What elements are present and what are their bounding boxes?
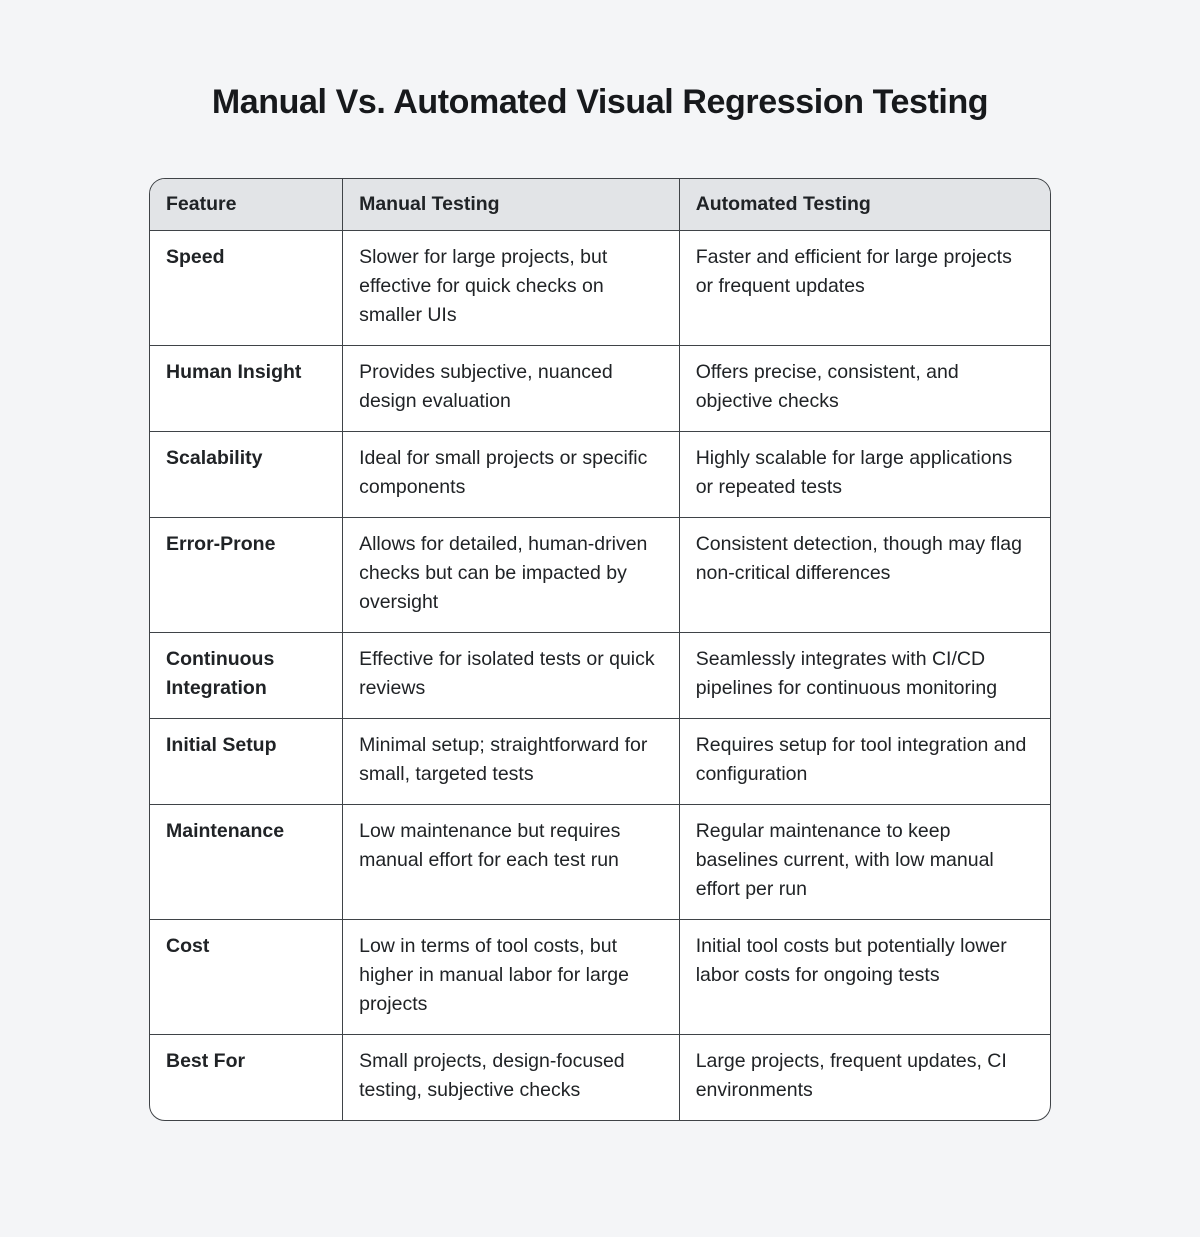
table-header: Feature Manual Testing Automated Testing bbox=[150, 179, 1050, 231]
manual-cell: Minimal setup; straightforward for small… bbox=[342, 718, 680, 805]
feature-cell: Error-Prone bbox=[150, 517, 343, 633]
comparison-table: Feature Manual Testing Automated Testing… bbox=[149, 178, 1051, 1121]
table-body: Speed Slower for large projects, but eff… bbox=[150, 230, 1050, 1120]
automated-cell: Regular maintenance to keep baselines cu… bbox=[678, 804, 1050, 920]
feature-cell: Initial Setup bbox=[150, 718, 343, 805]
feature-cell: Human Insight bbox=[150, 345, 343, 432]
manual-cell: Provides subjective, nuanced design eval… bbox=[342, 345, 680, 432]
column-header-feature: Feature bbox=[150, 179, 343, 231]
manual-cell: Slower for large projects, but effective… bbox=[342, 230, 680, 346]
manual-cell: Allows for detailed, human-driven checks… bbox=[342, 517, 680, 633]
column-header-automated-testing: Automated Testing bbox=[678, 179, 1050, 231]
automated-cell: Seamlessly integrates with CI/CD pipelin… bbox=[678, 632, 1050, 719]
table-row: Scalability Ideal for small projects or … bbox=[150, 431, 1050, 518]
page-title: Manual Vs. Automated Visual Regression T… bbox=[211, 83, 989, 121]
table-row: Error-Prone Allows for detailed, human-d… bbox=[150, 517, 1050, 633]
manual-cell: Low in terms of tool costs, but higher i… bbox=[342, 919, 680, 1035]
manual-cell: Low maintenance but requires manual effo… bbox=[342, 804, 680, 920]
automated-cell: Consistent detection, though may flag no… bbox=[678, 517, 1050, 633]
automated-cell: Offers precise, consistent, and objectiv… bbox=[678, 345, 1050, 432]
table-row: Human Insight Provides subjective, nuanc… bbox=[150, 345, 1050, 432]
table-row: Best For Small projects, design-focused … bbox=[150, 1034, 1050, 1120]
table-row: Speed Slower for large projects, but eff… bbox=[150, 230, 1050, 346]
header-row: Feature Manual Testing Automated Testing bbox=[150, 179, 1050, 231]
feature-cell: Scalability bbox=[150, 431, 343, 518]
automated-cell: Large projects, frequent updates, CI env… bbox=[678, 1034, 1050, 1120]
feature-cell: Best For bbox=[150, 1034, 343, 1120]
table-row: Continuous Integration Effective for iso… bbox=[150, 632, 1050, 719]
automated-cell: Faster and efficient for large projects … bbox=[678, 230, 1050, 346]
table-row: Cost Low in terms of tool costs, but hig… bbox=[150, 919, 1050, 1035]
manual-cell: Small projects, design-focused testing, … bbox=[342, 1034, 680, 1120]
feature-cell: Maintenance bbox=[150, 804, 343, 920]
comparison-table-grid: Feature Manual Testing Automated Testing… bbox=[150, 179, 1050, 1120]
manual-cell: Ideal for small projects or specific com… bbox=[342, 431, 680, 518]
manual-cell: Effective for isolated tests or quick re… bbox=[342, 632, 680, 719]
feature-cell: Continuous Integration bbox=[150, 632, 343, 719]
automated-cell: Requires setup for tool integration and … bbox=[678, 718, 1050, 805]
feature-cell: Speed bbox=[150, 230, 343, 346]
automated-cell: Initial tool costs but potentially lower… bbox=[678, 919, 1050, 1035]
automated-cell: Highly scalable for large applications o… bbox=[678, 431, 1050, 518]
table-row: Initial Setup Minimal setup; straightfor… bbox=[150, 718, 1050, 805]
table-row: Maintenance Low maintenance but requires… bbox=[150, 804, 1050, 920]
column-header-manual-testing: Manual Testing bbox=[342, 179, 680, 231]
feature-cell: Cost bbox=[150, 919, 343, 1035]
